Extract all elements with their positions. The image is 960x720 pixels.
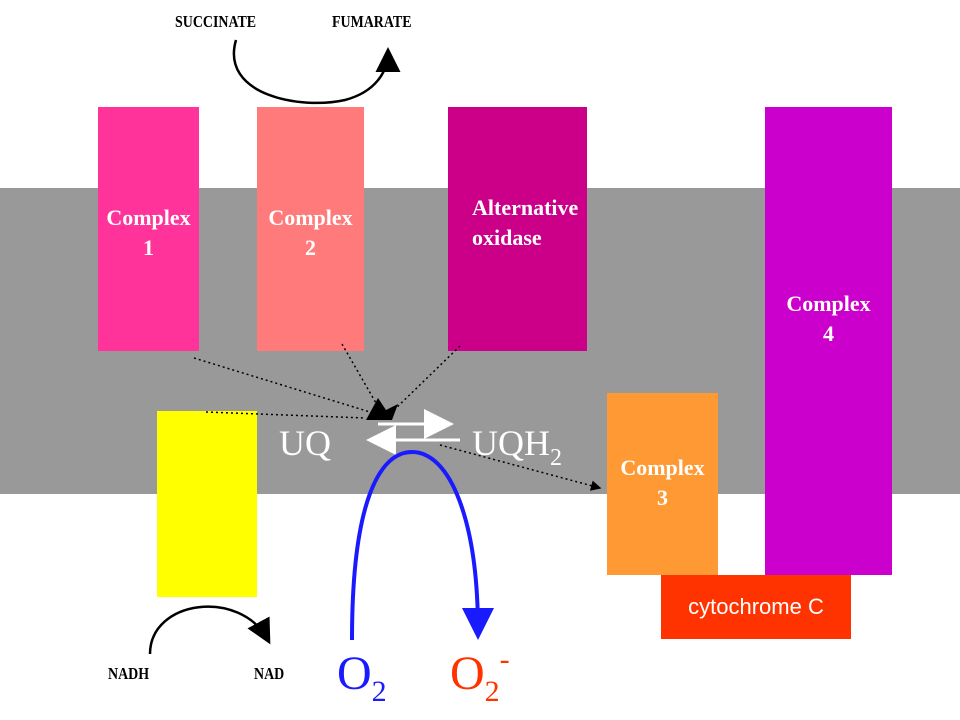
oxygen-label: O2 (337, 646, 387, 708)
oxygen-o: O (337, 647, 372, 700)
complex-1-line1: Complex (106, 205, 191, 230)
fumarate-label: FUMARATE (332, 12, 412, 31)
yellow-to-uq-dotted (205, 411, 366, 419)
complex-4-line1: Complex (786, 291, 871, 316)
complex-2-line1: Complex (268, 205, 353, 230)
nad-label: NAD (254, 664, 285, 683)
succinate-label: SUCCINATE (175, 12, 257, 31)
superoxide-superscript: - (499, 643, 510, 676)
complex1-to-uq-dotted (193, 357, 371, 413)
uqh2-subscript: 2 (550, 445, 562, 471)
oxygen-subscript: 2 (371, 675, 387, 708)
uq-convergence-arrowhead (366, 398, 398, 420)
alternative-oxidase-line1: Alternative (472, 195, 579, 220)
alternative-oxidase: Alternative oxidase (448, 107, 587, 351)
complex-2: Complex 2 (257, 107, 364, 351)
complex-1-line2: 1 (143, 235, 154, 260)
superoxide-subscript: 2 (484, 675, 500, 708)
complex-1: Complex 1 (98, 107, 199, 351)
complex-3: Complex 3 (607, 393, 718, 575)
altox-to-uq-dotted (391, 345, 461, 413)
complex-4-line2: 4 (823, 321, 834, 346)
cytochrome-c: cytochrome C (661, 575, 851, 639)
complex-3-line2: 3 (657, 485, 668, 510)
complex-4: Complex 4 (765, 107, 892, 575)
alternative-oxidase-line2: oxidase (472, 225, 542, 250)
uq-label: UQ (279, 423, 331, 463)
succinate-fumarate-arrow (232, 39, 401, 105)
complex2-to-uq-dotted (341, 343, 381, 411)
superoxide-label: O2- (450, 643, 510, 708)
superoxide-o: O (450, 647, 485, 700)
nadh-nad-arrow (148, 605, 271, 655)
complex-2-line2: 2 (305, 235, 316, 260)
oxygen-superoxide-arrow (350, 449, 494, 641)
uqh2-to-complex3-dotted (439, 444, 602, 491)
nadh-label: NADH (108, 664, 150, 683)
nadh-dehydrogenase-box (157, 411, 257, 597)
complex-3-line1: Complex (620, 455, 705, 480)
